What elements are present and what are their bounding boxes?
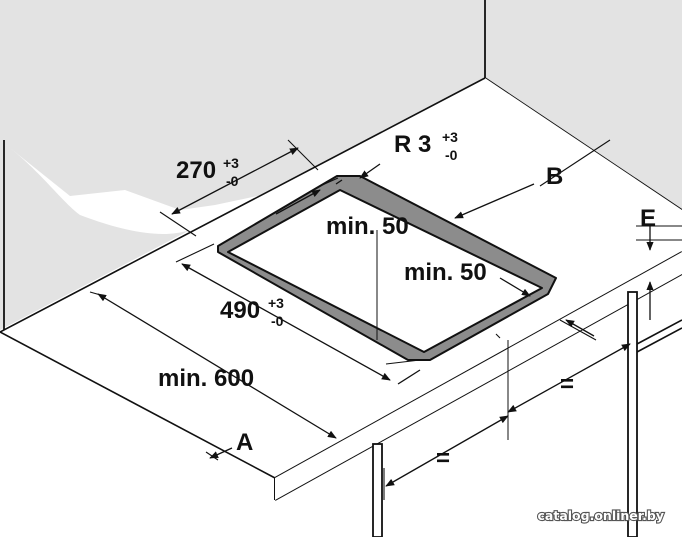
label-radius-sup: +3	[442, 129, 458, 145]
label-270-sup: +3	[223, 155, 239, 171]
label-equal-upper: =	[560, 371, 574, 398]
label-490: 490	[220, 297, 260, 324]
label-a: A	[236, 429, 253, 456]
wall-shading-lower	[0, 140, 190, 330]
label-min600: min. 600	[158, 365, 254, 392]
wall-shading	[0, 0, 682, 210]
dimension-lines	[97, 147, 654, 487]
label-490-sub: -0	[271, 313, 284, 329]
cabinet-shelf-line	[636, 319, 682, 345]
countertop-front-face	[275, 252, 682, 500]
dim-eq-upper	[507, 343, 631, 413]
label-b: B	[546, 163, 563, 190]
watermark: catalog.onliner.by	[538, 508, 664, 523]
label-270-sub: -0	[226, 173, 239, 189]
label-270: 270	[176, 157, 216, 184]
dim-min600	[97, 293, 337, 439]
label-radius: R 3	[394, 131, 431, 158]
dim-r3	[359, 163, 381, 179]
dim-b	[454, 183, 535, 219]
label-min50-top: min. 50	[326, 213, 409, 240]
label-e: E	[640, 205, 656, 232]
label-490-sup: +3	[268, 295, 284, 311]
cabinet-panel-left	[372, 443, 383, 537]
label-radius-sub: -0	[445, 147, 458, 163]
dim-eq-lower	[385, 415, 509, 487]
label-equal-lower: =	[436, 445, 450, 472]
dim-min50-top	[275, 189, 321, 215]
dim-min50-right	[499, 277, 531, 297]
label-min50-right: min. 50	[404, 259, 487, 286]
dim-490-end	[397, 369, 421, 385]
dim-a	[209, 447, 233, 459]
dim-slot	[565, 319, 595, 337]
cabinet-panel-right	[627, 291, 638, 537]
dim-min50-top-2	[335, 179, 343, 185]
cabinet-shelf-line-2	[636, 327, 682, 353]
dim-270	[171, 147, 299, 215]
